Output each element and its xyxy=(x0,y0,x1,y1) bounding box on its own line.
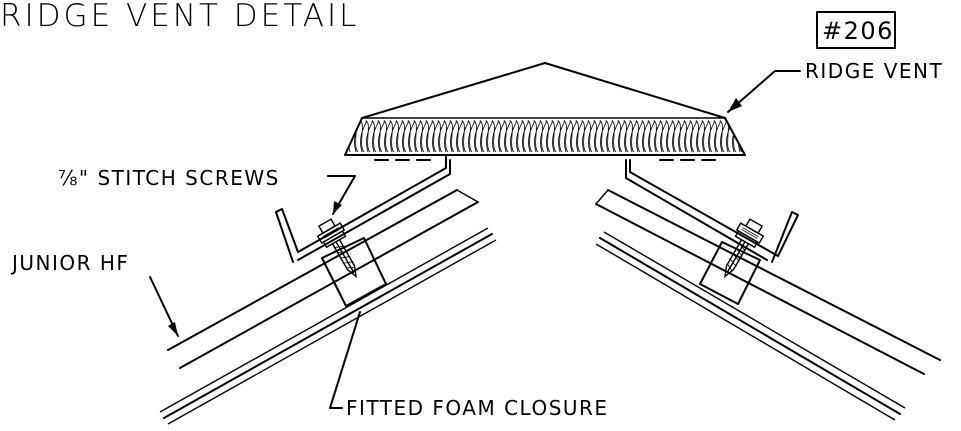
detail-number: #206 xyxy=(822,17,894,45)
stitch-screws-label: ⅞" STITCH SCREWS xyxy=(58,166,280,190)
right-stitch-screw xyxy=(724,218,765,279)
ridge-vent-label: RIDGE VENT xyxy=(805,59,943,83)
leader-lines xyxy=(149,70,801,409)
vent-media-loops xyxy=(348,120,745,153)
right-ridge-closure-flashing xyxy=(625,159,799,263)
left-foam-closure xyxy=(321,237,387,307)
right-foam-closure xyxy=(699,241,761,305)
left-roof-panel xyxy=(159,189,497,425)
foam-closure-label: FITTED FOAM CLOSURE xyxy=(346,396,609,420)
right-roof-panel xyxy=(595,189,941,421)
vent-filter-media xyxy=(348,120,745,153)
ridge-vent-cap xyxy=(344,62,746,156)
left-stitch-screw xyxy=(316,218,357,279)
left-ridge-closure-flashing xyxy=(275,154,451,263)
junior-hf-label: JUNIOR HF xyxy=(10,251,129,275)
detail-number-box: #206 xyxy=(816,11,896,49)
drawing-title: RIDGE VENT DETAIL xyxy=(0,0,359,34)
